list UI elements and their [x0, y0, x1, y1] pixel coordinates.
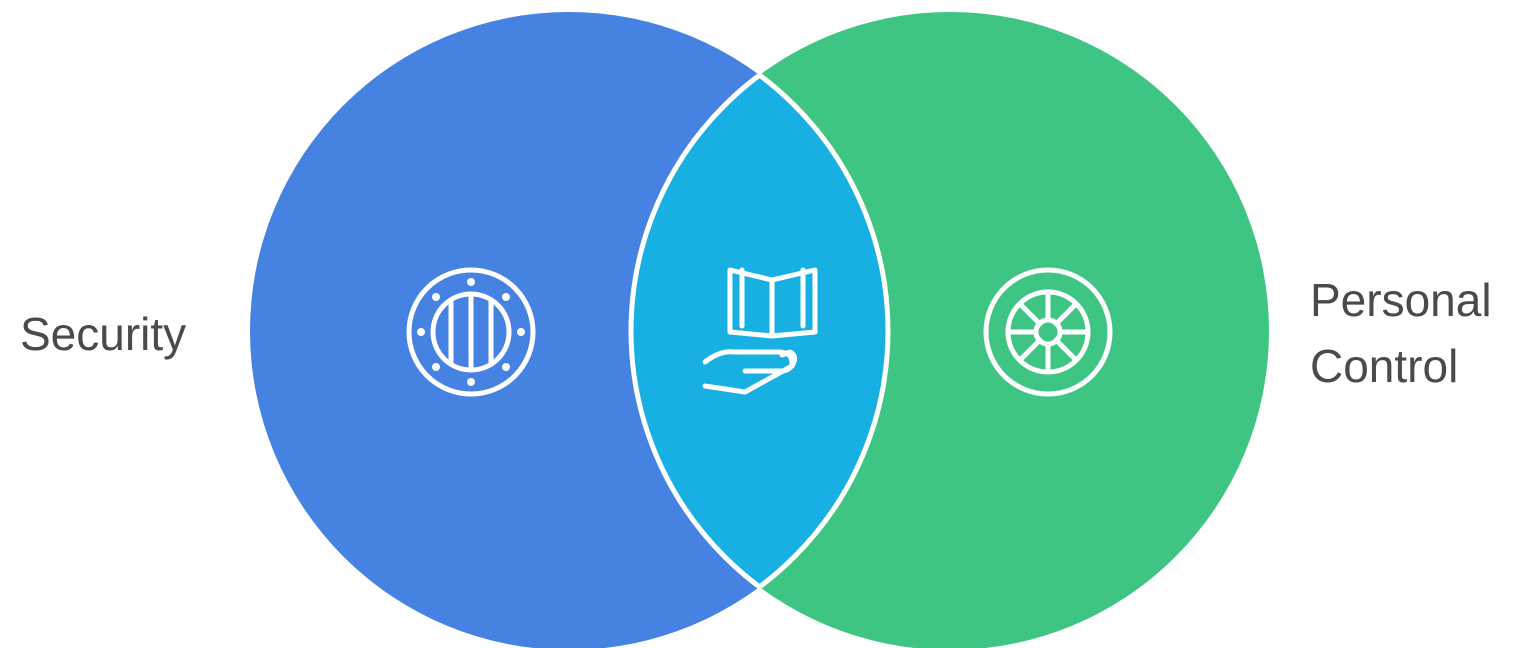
hand-holding-book-icon [702, 267, 818, 395]
security-label: Security [20, 308, 186, 360]
intersection-region [628, 12, 891, 648]
personal-control-label: Personal Control [1310, 274, 1504, 392]
wheel-icon [983, 267, 1113, 397]
porthole-grate-icon [406, 267, 536, 397]
personal-control-label-line-1: Personal [1310, 274, 1492, 326]
personal-control-label-line-2: Control [1310, 340, 1458, 392]
